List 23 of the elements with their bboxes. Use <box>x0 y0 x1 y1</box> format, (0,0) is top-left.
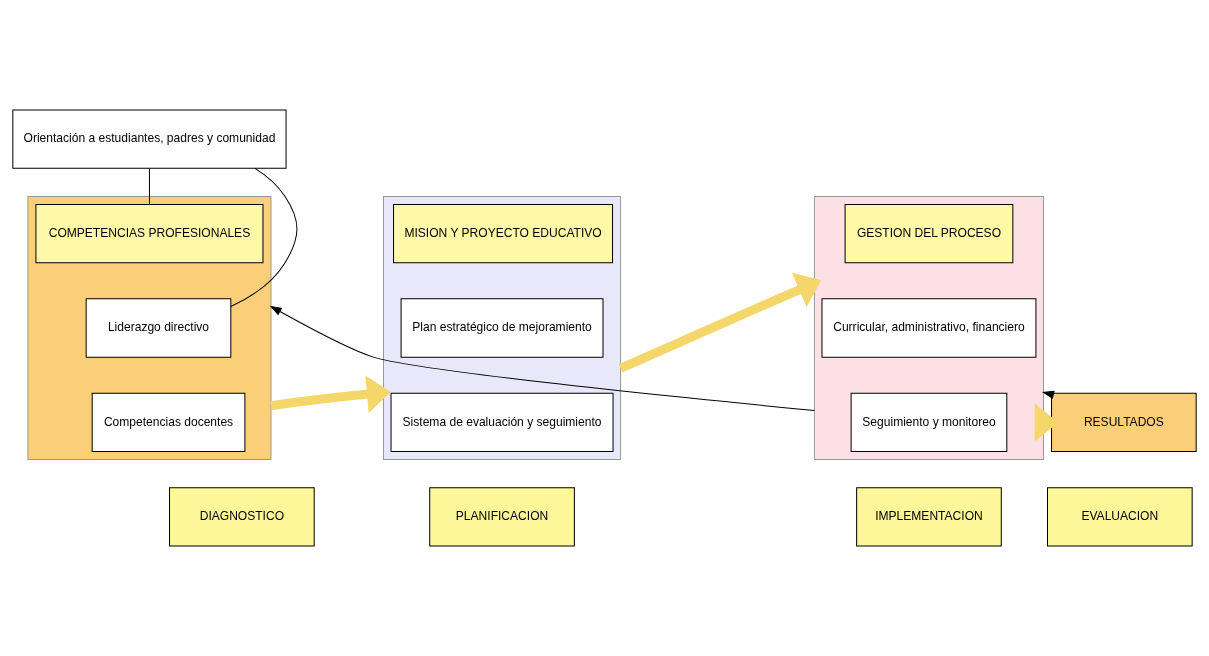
arrow <box>1034 403 1059 442</box>
node-box: Plan estratégico de mejoramiento <box>400 298 604 358</box>
node-box: Curricular, administrativo, financiero <box>821 298 1037 358</box>
node-box: EVALUACION <box>1047 487 1193 547</box>
arrow <box>270 305 815 412</box>
node-box: IMPLEMENTACION <box>856 487 1002 547</box>
cluster <box>813 195 1044 461</box>
node-box: MISION Y PROYECTO EDUCATIVO <box>393 203 614 264</box>
node-box: Seguimiento y monitoreo <box>850 392 1008 453</box>
cluster <box>383 195 622 461</box>
connector <box>148 167 150 205</box>
node-box: GESTION DEL PROCESO <box>844 203 1014 264</box>
node-box: Liderazgo directivo <box>85 298 232 358</box>
node-box: DIAGNOSTICO <box>169 487 315 547</box>
cluster <box>27 195 272 461</box>
arrow <box>270 375 391 413</box>
connector <box>230 167 298 307</box>
node-box: COMPETENCIAS PROFESIONALES <box>35 203 264 264</box>
node-box: PLANIFICACION <box>429 487 575 547</box>
arrow <box>618 272 822 373</box>
node-box: Orientación a estudiantes, padres y comunidad <box>12 109 287 169</box>
node-box: Sistema de evaluación y seguimiento <box>390 392 614 453</box>
node-box: Competencias docentes <box>91 392 246 453</box>
